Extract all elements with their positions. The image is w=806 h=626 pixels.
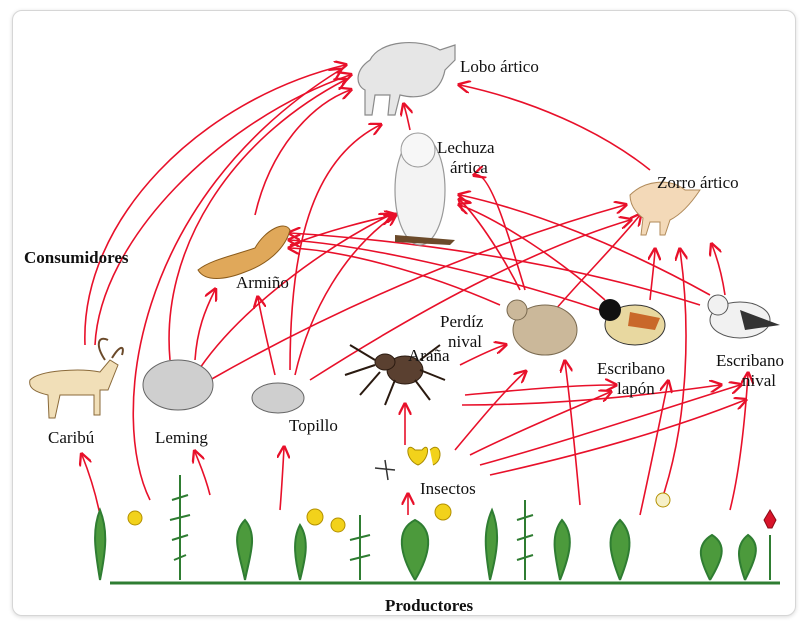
arrow-nival-armino	[290, 233, 700, 305]
arrow-lapon-zorro	[650, 250, 655, 300]
label-escribano-nival-line2: nival	[742, 371, 776, 390]
vole-icon	[252, 383, 304, 413]
wolf-icon	[358, 43, 455, 115]
label-productores: Productores	[385, 596, 474, 615]
label-escribano-lapon-line2: lapón	[617, 379, 655, 398]
arrow-plants-caribu	[82, 455, 100, 515]
lemming-icon	[143, 360, 213, 410]
arrow-arana-lapon	[465, 385, 615, 395]
label-topillo: Topillo	[289, 416, 338, 435]
label-zorro-artico: Zorro ártico	[657, 173, 739, 192]
arrow-zorro-lobo	[460, 85, 650, 170]
plant-icon	[95, 510, 105, 580]
label-arana: Araña	[408, 346, 450, 365]
arrow-perdiz-zorro	[555, 215, 640, 310]
arrow-leming-armino	[195, 290, 215, 360]
arrow-plants-leming	[195, 452, 210, 495]
lapland-bunting-icon	[599, 299, 665, 345]
caribou-icon	[30, 339, 123, 418]
yellow-flower-icon	[435, 504, 451, 520]
label-caribu: Caribú	[48, 428, 95, 447]
arrow-plants-topillo	[280, 448, 284, 510]
label-lobo-artico: Lobo ártico	[460, 57, 539, 76]
arrow-caribu-lobo	[85, 65, 345, 345]
arrow-leming-lechuza	[200, 215, 390, 368]
arrow-insectos-nival-2	[490, 400, 745, 475]
snow-bunting-icon	[708, 295, 780, 338]
ermine-icon	[198, 226, 290, 278]
yellow-flower-icon	[307, 509, 323, 525]
label-perdiz-line2: nival	[448, 332, 482, 351]
label-lechuza-line2: ártica	[450, 158, 488, 177]
arrow-insectos-perdiz	[455, 372, 525, 450]
arrow-leming-lobo	[169, 80, 345, 360]
insects-icon	[375, 447, 440, 480]
label-insectos: Insectos	[420, 479, 476, 498]
ptarmigan-icon	[507, 300, 577, 355]
arrow-nival-zorro	[712, 245, 725, 295]
label-leming: Leming	[155, 428, 208, 447]
label-escribano-lapon-line1: Escribano	[597, 359, 665, 378]
arrow-topillo-zorro	[310, 220, 630, 380]
arrow-plants-perdiz	[565, 362, 580, 505]
arrow-armino-lobo	[255, 90, 350, 215]
arrow-lechuza-lobo	[404, 105, 410, 130]
arrow-caribu-lobo-2	[95, 75, 350, 345]
arrows	[82, 65, 748, 515]
arrow-arana-nival	[462, 385, 720, 405]
yellow-flower-icon	[331, 518, 345, 532]
label-consumidores: Consumidores	[24, 248, 129, 267]
pale-flower-icon	[656, 493, 670, 507]
arrow-topillo-lobo	[290, 125, 380, 370]
label-escribano-nival-line1: Escribano	[716, 351, 784, 370]
arrow-topillo-armino	[258, 298, 275, 375]
yellow-flower-icon	[128, 511, 142, 525]
red-flower-icon	[764, 510, 776, 528]
arrow-plants-nival	[730, 374, 748, 510]
arrow-insectos-nival	[480, 385, 740, 465]
label-lechuza-line1: Lechuza	[437, 138, 495, 157]
label-armino: Armiño	[236, 273, 289, 292]
arrow-insectos-lapon	[470, 392, 610, 455]
label-perdiz-line1: Perdíz	[440, 312, 484, 331]
